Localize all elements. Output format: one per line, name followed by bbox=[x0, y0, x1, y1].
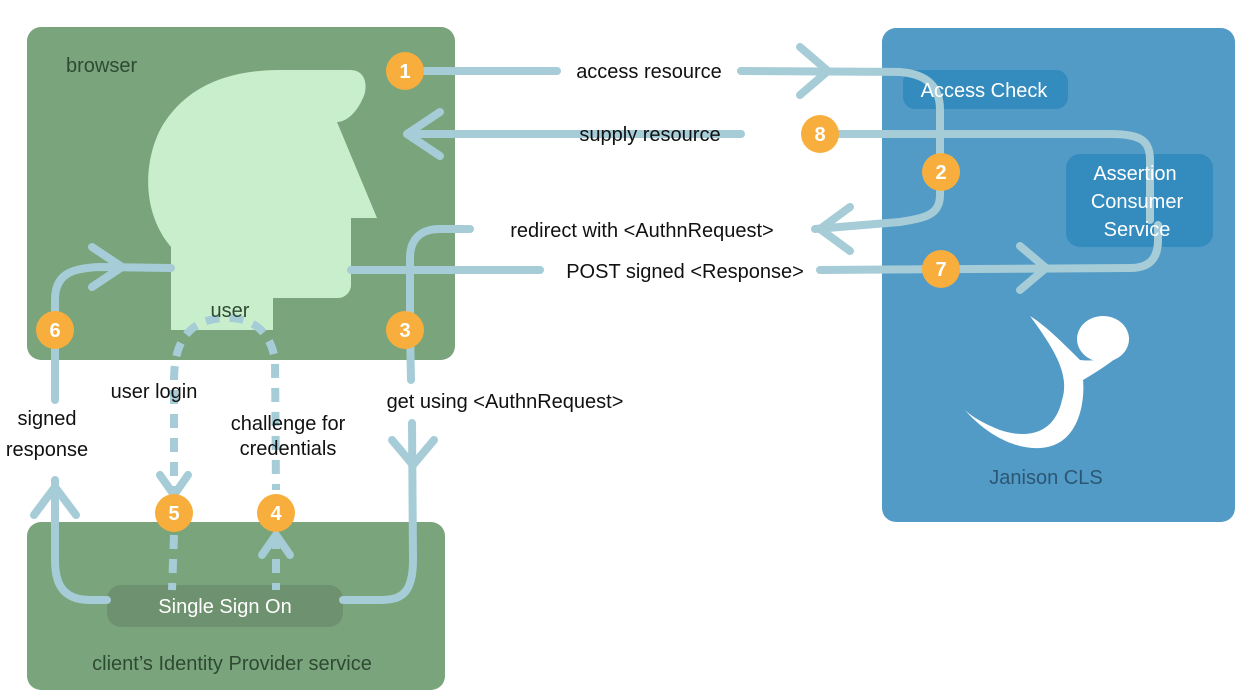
flow-2-label: redirect with <AuthnRequest> bbox=[510, 220, 774, 242]
sso-box bbox=[107, 585, 343, 627]
badge-3 bbox=[386, 311, 424, 349]
badge-6 bbox=[36, 311, 74, 349]
badge-8-label: 8 bbox=[814, 124, 825, 146]
sso-label: Single Sign On bbox=[158, 596, 291, 618]
flow-4-arrow bbox=[258, 528, 294, 559]
flow-1-arrow bbox=[796, 43, 832, 99]
badge-3-label: 3 bbox=[399, 320, 410, 342]
flow-2-arrow bbox=[816, 203, 854, 255]
flow-6-label-1: signed bbox=[18, 408, 77, 430]
badge-6-label: 6 bbox=[49, 320, 60, 342]
flow-3-label: get using <AuthnRequest> bbox=[387, 391, 624, 413]
badge-5 bbox=[155, 494, 193, 532]
janison-logo-icon bbox=[965, 316, 1129, 449]
user-head-icon bbox=[148, 70, 377, 330]
badge-8 bbox=[801, 115, 839, 153]
flow-4-label-2: credentials bbox=[240, 438, 337, 460]
flow-6-arrow-right bbox=[88, 243, 126, 291]
flow-1-label: access resource bbox=[576, 61, 722, 83]
badge-7 bbox=[922, 250, 960, 288]
badges bbox=[36, 52, 960, 532]
flow-5-label: user login bbox=[111, 381, 198, 403]
badge-2 bbox=[922, 153, 960, 191]
acs-box bbox=[1066, 154, 1213, 247]
flow-5-line-lower bbox=[168, 534, 178, 591]
flow-1-line bbox=[401, 67, 944, 164]
badge-2-label: 2 bbox=[935, 162, 946, 184]
browser-label: browser bbox=[66, 55, 137, 77]
flow-2-line bbox=[406, 168, 944, 334]
user-label: user bbox=[211, 300, 250, 322]
idp-label: client’s Identity Provider service bbox=[92, 653, 372, 675]
badge-7-label: 7 bbox=[935, 259, 946, 281]
access-check-box bbox=[903, 70, 1068, 109]
badge-1-label: 1 bbox=[399, 61, 410, 83]
flow-7-arrow bbox=[1016, 242, 1050, 294]
badge-5-label: 5 bbox=[168, 503, 179, 525]
flow-6-line bbox=[51, 263, 175, 604]
access-check-label: Access Check bbox=[921, 80, 1049, 102]
acs-label-3: Service bbox=[1104, 219, 1171, 241]
flow-4-label-1: challenge for bbox=[231, 413, 346, 435]
badge-4 bbox=[257, 494, 295, 532]
flow-6-arrow-up bbox=[30, 483, 80, 519]
flow-8-line bbox=[406, 130, 1154, 224]
flow-5-line bbox=[170, 313, 280, 500]
acs-label-1: Assertion bbox=[1093, 163, 1176, 185]
flow-7-label: POST signed <Response> bbox=[566, 261, 804, 283]
flow-8-label: supply resource bbox=[579, 124, 720, 146]
flow-8-arrow bbox=[403, 108, 444, 160]
badge-4-label: 4 bbox=[270, 503, 282, 525]
acs-label-2: Consumer bbox=[1091, 191, 1184, 213]
badge-1 bbox=[386, 52, 424, 90]
flow-5-arrow bbox=[156, 471, 192, 502]
flow-6-label-2: response bbox=[6, 439, 88, 461]
sp-label: Janison CLS bbox=[989, 467, 1102, 489]
flow-7-line bbox=[347, 221, 1162, 274]
flow-3-arrow bbox=[388, 436, 438, 469]
